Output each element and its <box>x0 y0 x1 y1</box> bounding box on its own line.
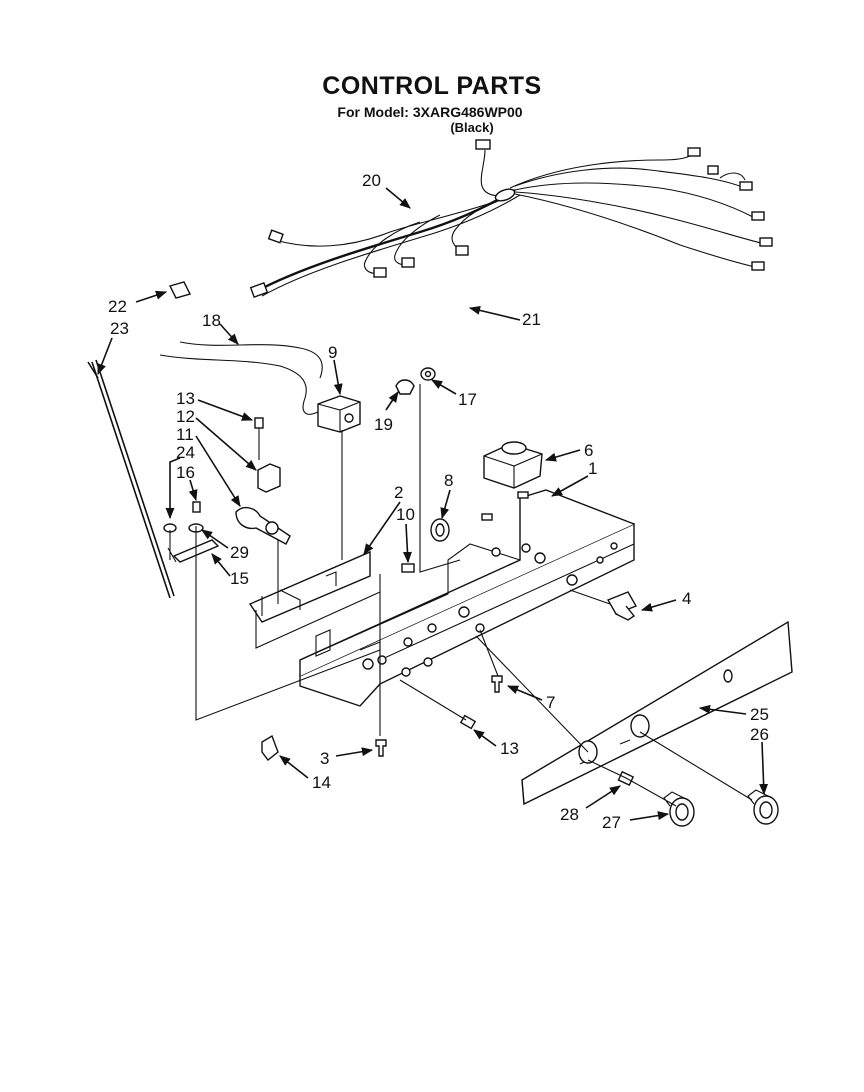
thermostat-assembly <box>163 417 291 563</box>
label-28: 28 <box>560 805 579 824</box>
model-number: For Model: 3XARG486WP00 <box>337 104 523 120</box>
part-number-labels: 20 22 23 21 18 9 17 19 13 12 11 24 16 29… <box>108 171 769 832</box>
light-socket-17 <box>420 367 436 381</box>
label-12: 12 <box>176 407 195 426</box>
label-14: 14 <box>312 773 331 792</box>
label-7: 7 <box>546 693 555 712</box>
switch-4 <box>606 591 638 621</box>
leader-arrows <box>97 187 769 821</box>
light-bulb-19 <box>395 379 415 395</box>
label-21: 21 <box>522 310 541 329</box>
clip-and-rod <box>87 281 192 599</box>
capillary-tube <box>159 341 323 415</box>
label-1: 1 <box>588 459 597 478</box>
label-23: 23 <box>110 319 129 338</box>
clip-14 <box>261 734 279 761</box>
label-18: 18 <box>202 311 221 330</box>
label-13a: 13 <box>176 389 195 408</box>
label-2: 2 <box>394 483 403 502</box>
label-24: 24 <box>176 443 195 462</box>
label-3: 3 <box>320 749 329 768</box>
label-22: 22 <box>108 297 127 316</box>
control-housing-1 <box>299 489 635 707</box>
label-17: 17 <box>458 390 477 409</box>
label-25: 25 <box>750 705 769 724</box>
model-color: (Black) <box>450 120 494 135</box>
label-26: 26 <box>750 725 769 744</box>
diagram-title: CONTROL PARTS <box>322 72 542 100</box>
label-13b: 13 <box>500 739 519 758</box>
label-11: 11 <box>176 425 194 444</box>
defrost-timer-9 <box>317 395 361 433</box>
label-10: 10 <box>396 505 415 524</box>
knob-27 <box>663 791 695 827</box>
label-27: 27 <box>602 813 621 832</box>
relay-6 <box>483 441 543 489</box>
knob-26 <box>747 789 779 825</box>
grommet-8 <box>430 518 450 542</box>
guide-lines <box>195 384 753 807</box>
label-19: 19 <box>374 415 393 434</box>
label-8: 8 <box>444 471 453 490</box>
wire-harness <box>249 139 773 298</box>
label-6: 6 <box>584 441 593 460</box>
label-16: 16 <box>176 463 195 482</box>
label-9: 9 <box>328 343 337 362</box>
control-panel-25 <box>521 620 793 806</box>
label-4: 4 <box>682 589 691 608</box>
label-20: 20 <box>362 171 381 190</box>
label-15: 15 <box>230 569 249 588</box>
label-29: 29 <box>230 543 249 562</box>
screws <box>375 675 503 757</box>
mounting-bracket-2 <box>248 550 415 623</box>
